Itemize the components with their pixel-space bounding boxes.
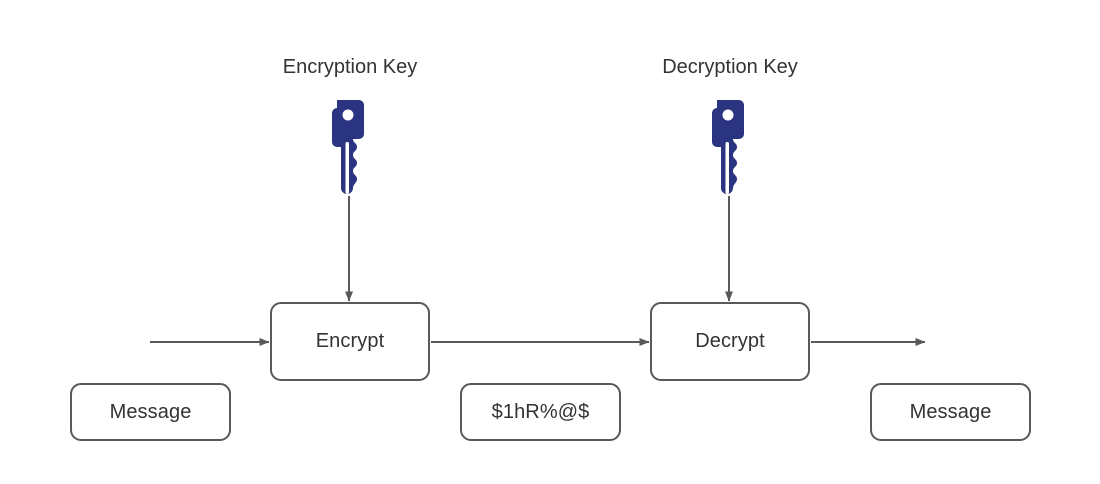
decryption-key-label: Decryption Key [662,56,798,78]
decryption-key-icon [712,100,744,194]
encryption-key-label: Encryption Key [282,56,418,78]
ciphertext-node[interactable]: $1hR%@$ [460,383,621,441]
encrypt-node[interactable]: Encrypt [270,302,430,381]
message-output-node[interactable]: Message [870,383,1031,441]
decrypt-node[interactable]: Decrypt [650,302,810,381]
encryption-key-icon [332,100,364,194]
message-input-node[interactable]: Message [70,383,231,441]
